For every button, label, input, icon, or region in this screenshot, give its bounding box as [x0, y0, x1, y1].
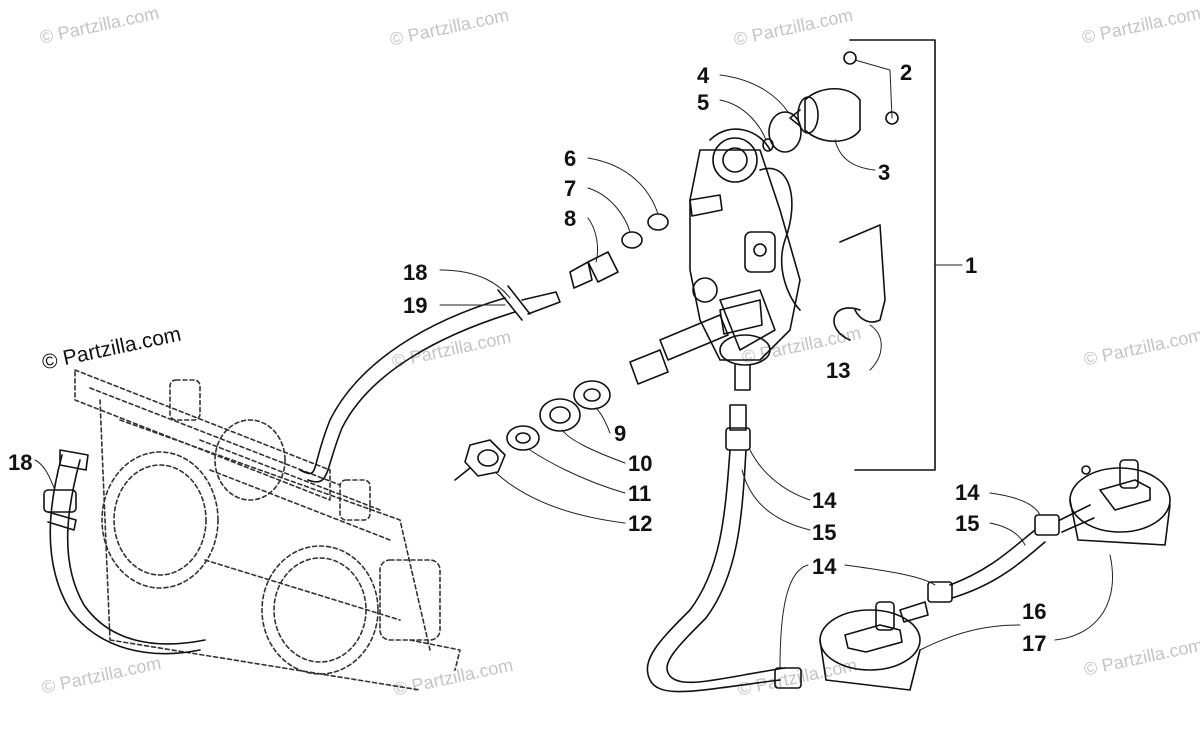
nut-12	[464, 439, 506, 477]
vent-cap-lower	[819, 601, 929, 691]
callout-1: 1	[965, 253, 977, 278]
callout-6: 6	[564, 146, 576, 171]
callout-3: 3	[878, 160, 890, 185]
callout-18a: 18	[403, 260, 427, 285]
callout-18b: 18	[8, 450, 32, 475]
callout-17: 17	[1022, 631, 1046, 656]
callout-14a: 14	[812, 488, 837, 513]
callout-11: 11	[628, 481, 651, 506]
callout-2: 2	[900, 60, 912, 85]
callout-7: 7	[564, 176, 576, 201]
callout-15a: 15	[812, 520, 836, 545]
hose-19	[299, 285, 561, 483]
callout-19: 19	[403, 293, 427, 318]
hose-upper	[927, 504, 1095, 603]
throttle-body	[74, 369, 461, 691]
callout-15b: 15	[955, 511, 979, 536]
washer-10	[539, 398, 581, 432]
washer-9	[573, 380, 611, 410]
output-fitting	[629, 299, 763, 385]
leader-lines	[34, 59, 1114, 669]
washer-11	[506, 425, 540, 451]
fuel-pump-body	[689, 128, 801, 391]
callout-14c: 14	[955, 480, 980, 505]
o-ring-5	[762, 138, 774, 152]
callout-16: 16	[1022, 599, 1046, 624]
callout-13: 13	[826, 358, 850, 383]
hose-left	[43, 449, 206, 655]
callout-14b: 14	[812, 554, 837, 579]
callout-4: 4	[697, 63, 710, 88]
fitting-6-7-8	[569, 194, 723, 289]
callout-8: 8	[564, 206, 576, 231]
bracket-1	[849, 39, 936, 471]
callout-12: 12	[628, 511, 652, 536]
o-ring-4	[768, 111, 802, 153]
callout-5: 5	[697, 90, 709, 115]
callout-9: 9	[614, 421, 626, 446]
regulator-cap	[789, 51, 899, 142]
hose-center	[646, 404, 802, 693]
clip-13	[839, 224, 886, 323]
callout-10: 10	[628, 451, 652, 476]
vent-cap-upper	[1069, 459, 1171, 546]
callout-numbers: 1 2 3 4 5 6 7 8 18 19 18 9 10 11 12 13 1…	[8, 60, 1046, 656]
